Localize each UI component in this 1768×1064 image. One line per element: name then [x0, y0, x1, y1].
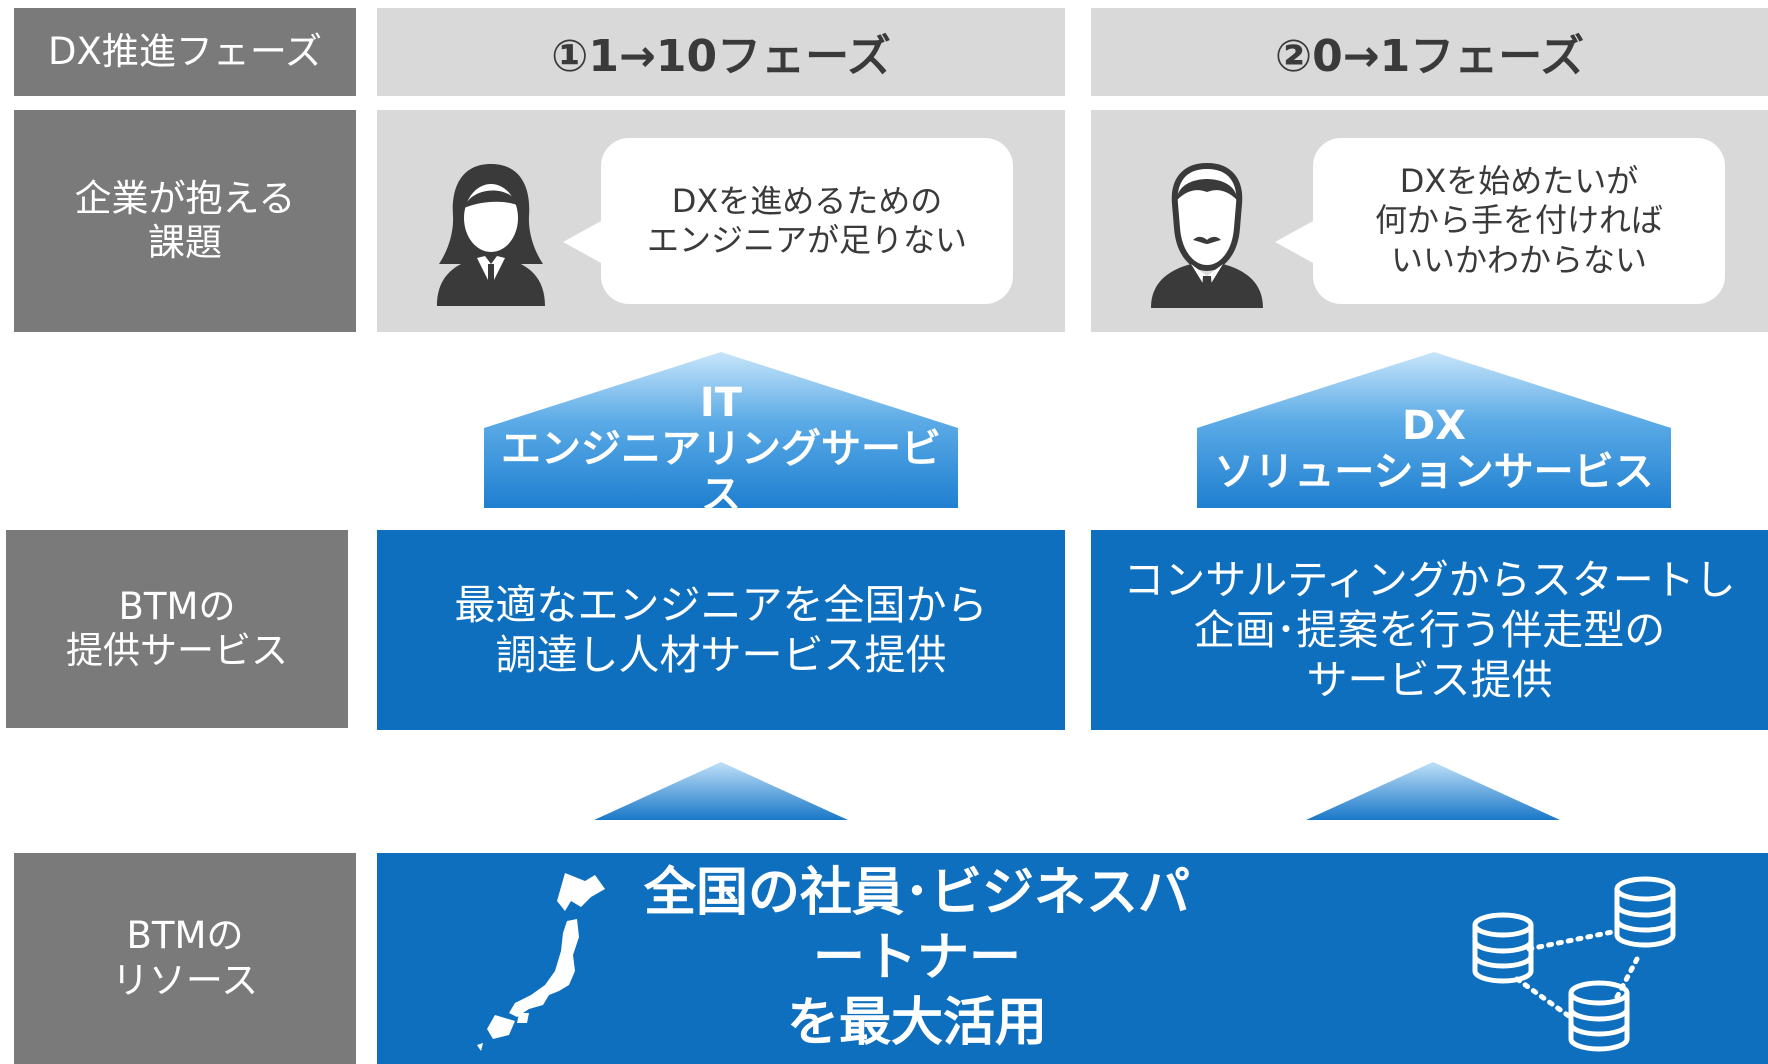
house-arrow-shape: [484, 352, 958, 508]
service-name-1-line2: エンジニアリングサービス: [501, 426, 941, 518]
resource-band: 全国の社員･ビジネスパートナー を最大活用: [377, 853, 1768, 1064]
woman-avatar-icon: [437, 164, 545, 306]
up-arrow-triangle-1: [594, 762, 848, 820]
bubble-tail: [1275, 220, 1315, 264]
japan-map-icon: [477, 873, 605, 1051]
service-arrow-2: DX ソリューションサービス: [1197, 352, 1671, 508]
challenge-panel-2: DXを始めたいが 何から手を付ければ いいかわからない: [1091, 110, 1768, 332]
service-name-2-line1: DX: [1401, 403, 1467, 449]
resource-text-line2: を最大活用: [786, 992, 1047, 1053]
service-arrow-1: IT エンジニアリングサービス: [484, 352, 958, 518]
resource-text-line1: 全国の社員･ビジネスパートナー: [643, 862, 1190, 988]
challenge-panel-1: DXを進めるための エンジニアが足りない: [377, 110, 1065, 332]
service-name-2-line2: ソリューションサービス: [1214, 449, 1654, 495]
row-label-phase: DX推進フェーズ: [14, 8, 356, 96]
row-label-service: BTMの 提供サービス: [6, 530, 348, 728]
service-name-1: IT エンジニアリングサービス: [484, 380, 958, 518]
service-name-1-line1: IT: [699, 380, 743, 426]
house-arrow-shape: [1197, 352, 1671, 508]
row-label-resource: BTMの リソース: [14, 853, 356, 1064]
up-arrow-triangle-2: [1306, 762, 1560, 820]
service-name-2: DX ソリューションサービス: [1197, 394, 1671, 504]
man-avatar-icon: [1151, 162, 1263, 308]
phase-header-2: ②0→1フェーズ: [1091, 8, 1768, 96]
row-label-challenge: 企業が抱える 課題: [14, 110, 356, 332]
service-box-1: 最適なエンジニアを全国から 調達し人材サービス提供: [377, 530, 1065, 730]
service-box-2: コンサルティングからスタートし 企画･提案を行う伴走型の サービス提供: [1091, 530, 1768, 730]
database-network-icon: [1472, 876, 1676, 1052]
resource-text: 全国の社員･ビジネスパートナー を最大活用: [627, 863, 1207, 1053]
phase-header-1: ①1→10フェーズ: [377, 8, 1065, 96]
challenge-bubble-2: DXを始めたいが 何から手を付ければ いいかわからない: [1313, 138, 1725, 304]
bubble-tail: [563, 220, 603, 264]
challenge-bubble-1: DXを進めるための エンジニアが足りない: [601, 138, 1013, 304]
